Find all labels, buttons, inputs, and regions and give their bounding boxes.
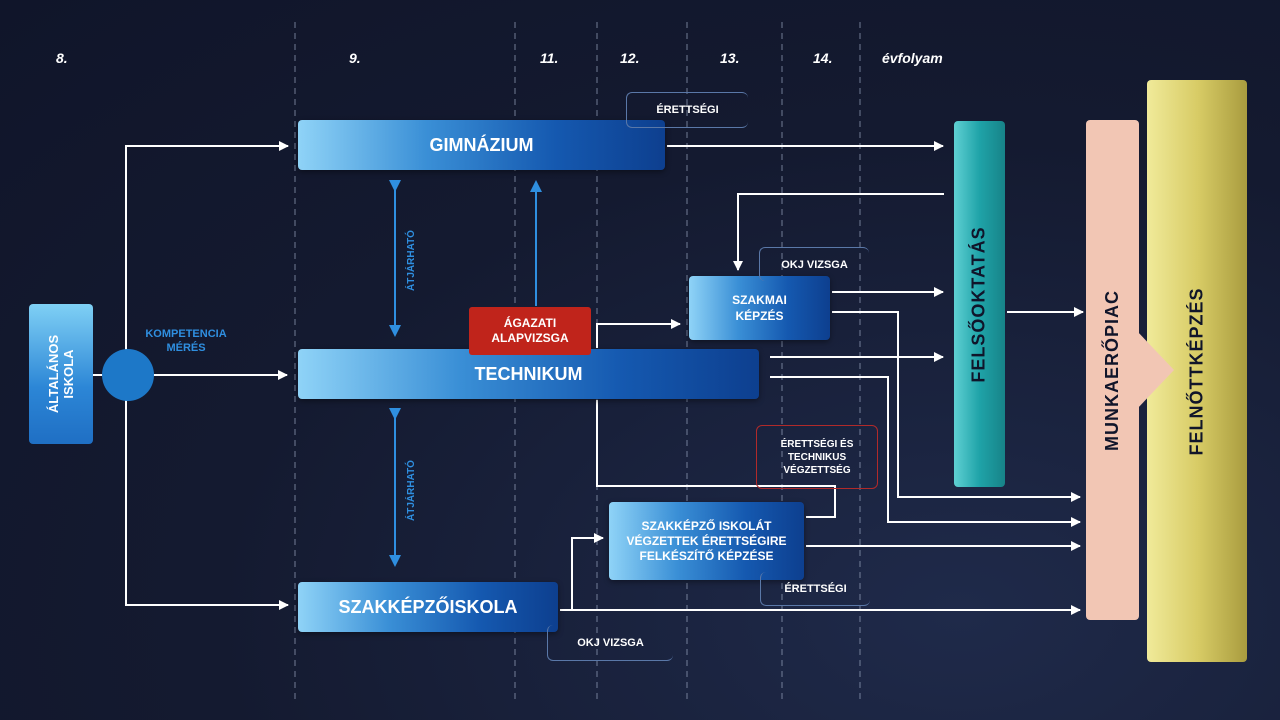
szakmai-kepzes-box: SZAKMAI KÉPZÉS bbox=[689, 276, 830, 340]
altalanos-iskola-label: ÁLTALÁNOS ISKOLA bbox=[46, 334, 77, 414]
year-13: 13. bbox=[720, 50, 740, 66]
kompetencia-label: KOMPETENCIA MÉRÉS bbox=[145, 328, 227, 354]
kompetencia-circle bbox=[102, 349, 154, 401]
agazati-alapvizsga-label: ÁGAZATI ALAPVIZSGA bbox=[491, 316, 569, 345]
agazati-alapvizsga-box: ÁGAZATI ALAPVIZSGA bbox=[469, 307, 591, 355]
year-9: 9. bbox=[349, 50, 361, 66]
altalanos-iskola-box: ÁLTALÁNOS ISKOLA bbox=[29, 304, 93, 444]
year-11: 11. bbox=[540, 50, 559, 66]
erettsegi-label-top: ÉRETTSÉGI bbox=[626, 92, 748, 128]
gimnazium-label: GIMNÁZIUM bbox=[429, 134, 534, 155]
munkaeropiac-box: MUNKAERŐPIAC bbox=[1086, 120, 1139, 620]
szakkepzo-erettsegi-label: SZAKKÉPZŐ ISKOLÁT VÉGZETTEK ÉRETTSÉGIRE … bbox=[626, 518, 787, 563]
year-label: évfolyam bbox=[882, 50, 943, 66]
felsooktatas-box: FELSŐOKTATÁS bbox=[954, 121, 1005, 487]
erettsegi-label-bottom: ÉRETTSÉGI bbox=[760, 572, 870, 606]
atjarhato-label-lower: ÁTJÁRHATÓ bbox=[405, 459, 417, 521]
year-14: 14. bbox=[813, 50, 833, 66]
okj-vizsga-label-top: OKJ VIZSGA bbox=[759, 247, 869, 281]
okj-vizsga-label-bottom: OKJ VIZSGA bbox=[547, 625, 673, 661]
atjarhato-label-upper: ÁTJÁRHATÓ bbox=[405, 229, 417, 291]
gimnazium-box: GIMNÁZIUM bbox=[298, 120, 665, 170]
munkaeropiac-shape bbox=[1086, 120, 1174, 620]
year-8: 8. bbox=[56, 50, 68, 66]
erettsegi-technikus-label: ÉRETTSÉGI ÉS TECHNIKUS VÉGZETTSÉG bbox=[756, 425, 878, 489]
technikum-label: TECHNIKUM bbox=[474, 363, 583, 384]
szakkepzoiskola-label: SZAKKÉPZŐISKOLA bbox=[338, 596, 518, 617]
szakkepzoiskola-box: SZAKKÉPZŐISKOLA bbox=[298, 582, 558, 632]
szakkepzo-erettsegi-box: SZAKKÉPZŐ ISKOLÁT VÉGZETTEK ÉRETTSÉGIRE … bbox=[609, 502, 804, 580]
felsooktatas-label: FELSŐOKTATÁS bbox=[969, 225, 990, 383]
munkaeropiac-label: MUNKAERŐPIAC bbox=[1102, 289, 1123, 451]
felnottkepzes-label: FELNŐTTKÉPZÉS bbox=[1186, 286, 1207, 456]
technikum-box: TECHNIKUM bbox=[298, 349, 759, 399]
szakmai-kepzes-label: SZAKMAI KÉPZÉS bbox=[732, 293, 787, 323]
year-12: 12. bbox=[620, 50, 640, 66]
